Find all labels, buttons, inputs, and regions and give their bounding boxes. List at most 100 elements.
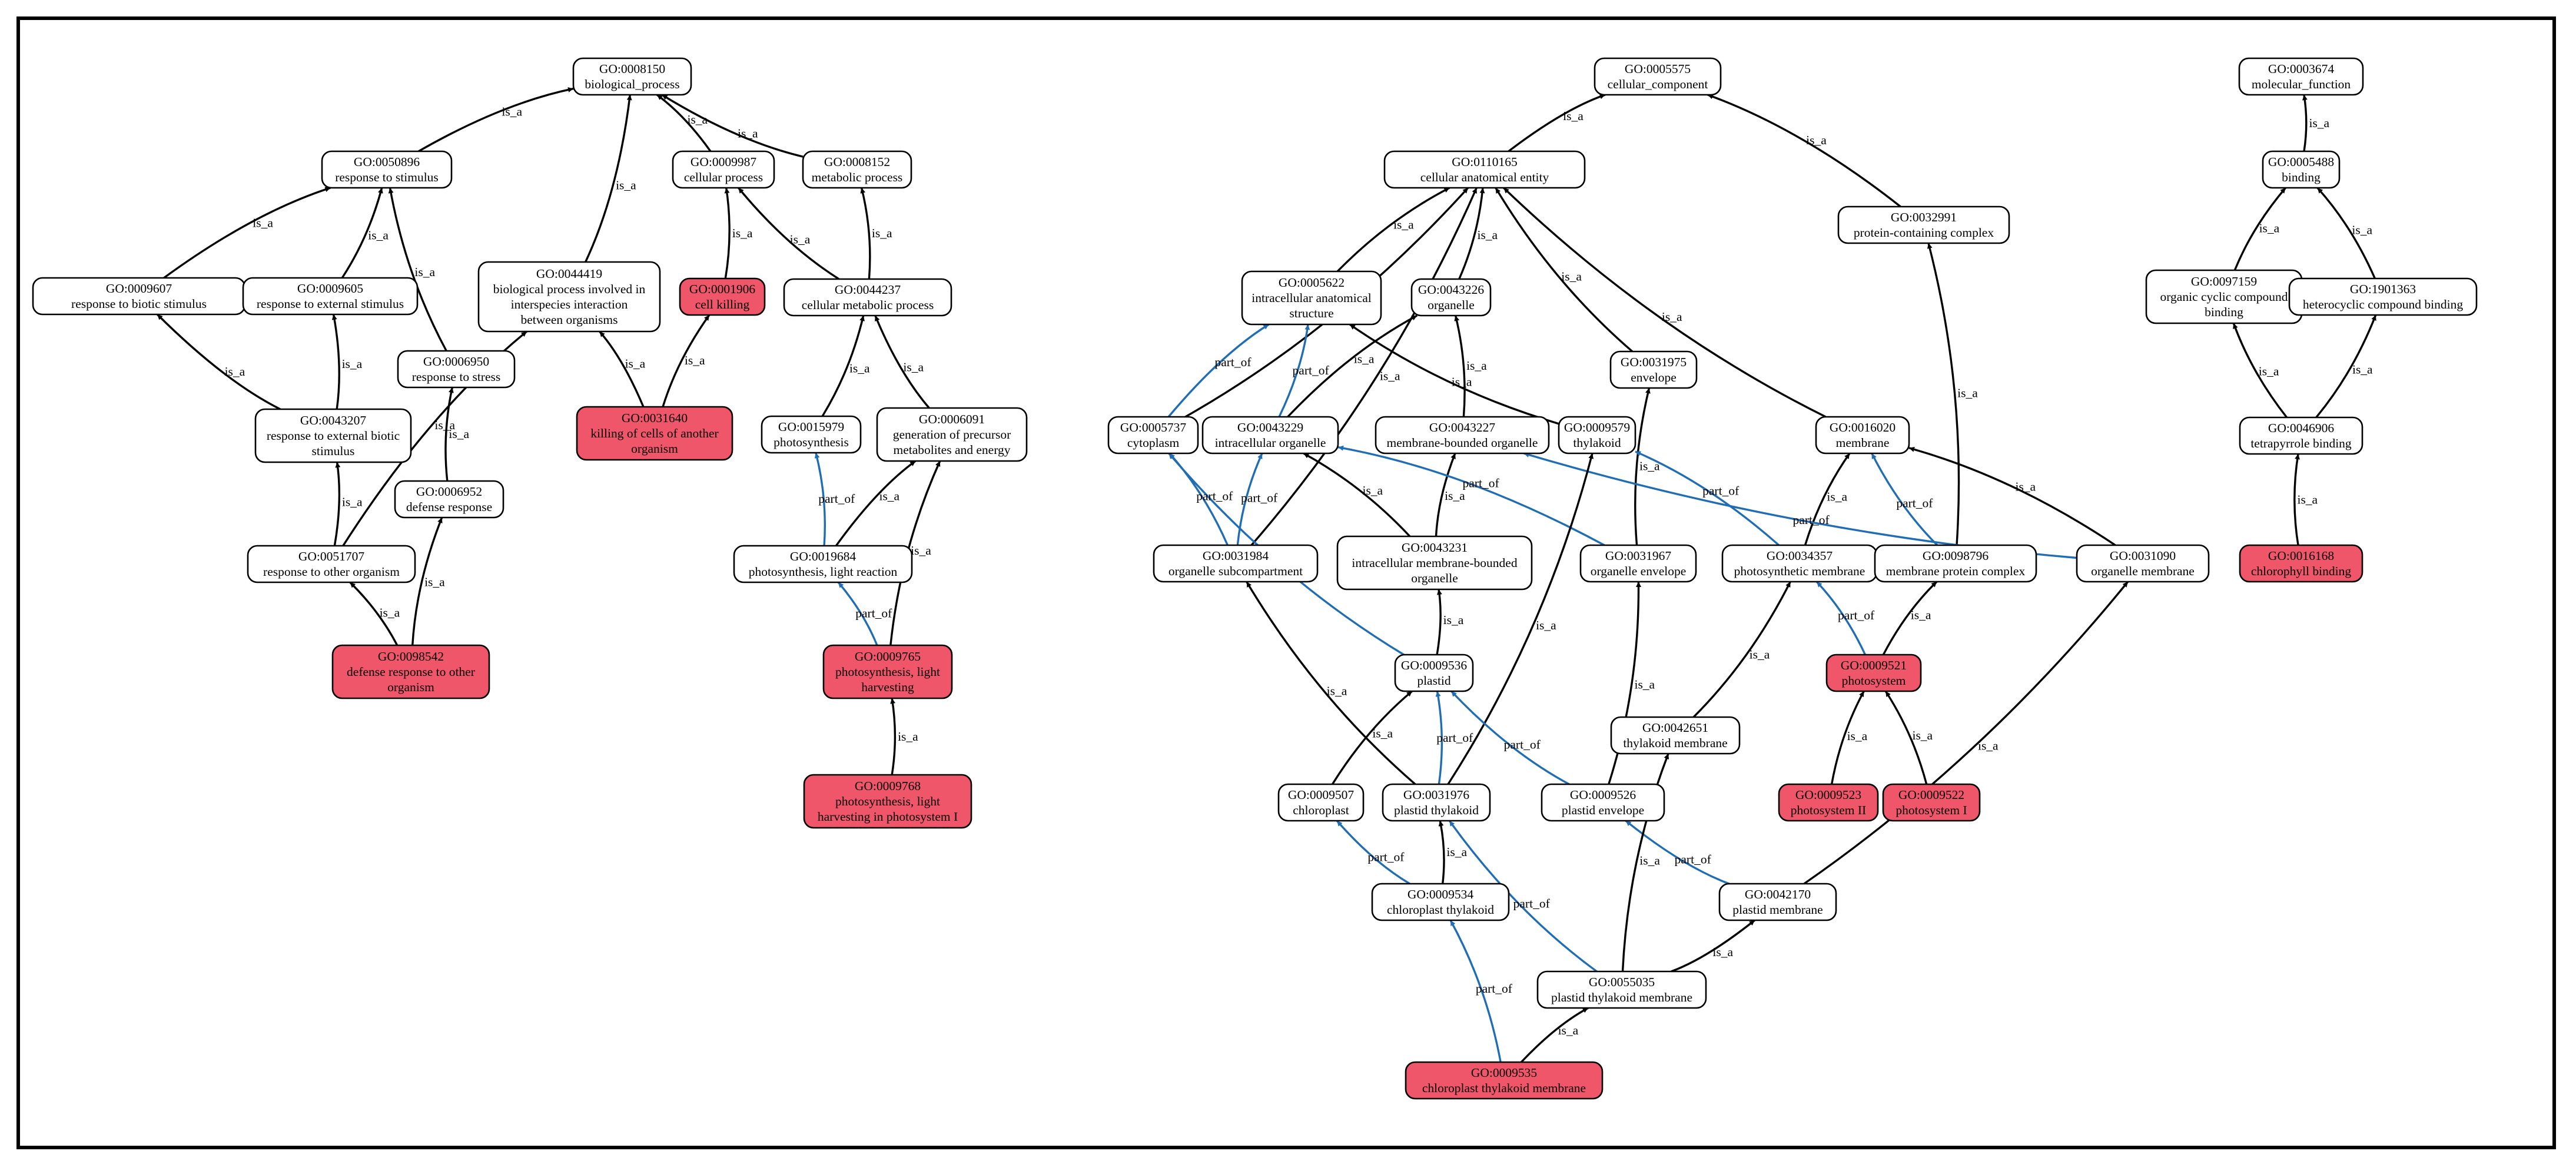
node-id-text: GO:0016168	[2268, 549, 2334, 563]
node-box	[802, 150, 912, 189]
edge-label: is_a	[1558, 1023, 1579, 1037]
edge-is-a	[599, 330, 645, 407]
edge-line	[157, 313, 281, 410]
node-name-text: plastid membrane	[1732, 903, 1823, 917]
edge-part-of	[1523, 452, 2077, 559]
edge-line	[1167, 323, 1270, 418]
highlighted-node-box	[576, 406, 733, 461]
edge-label: part_of	[1196, 489, 1233, 503]
node-id-text: GO:0050896	[354, 155, 420, 169]
node-id-text: GO:0016020	[1830, 420, 1896, 435]
node-box	[1394, 654, 1474, 692]
node-name-text: chloroplast thylakoid membrane	[1422, 1081, 1586, 1095]
edge-is-a	[1508, 94, 1606, 152]
node-id-text: GO:0044237	[835, 283, 901, 297]
node-id-text: GO:0009605	[297, 281, 363, 296]
edge-is-a	[1803, 581, 2129, 885]
node-box	[1277, 783, 1365, 822]
node-id-text: GO:0044419	[536, 267, 602, 281]
edge-label: is_a	[1380, 369, 1400, 383]
node-name-text: cell killing	[695, 297, 750, 311]
node-name-text: organelle envelope	[1591, 564, 1687, 578]
node-name-text: response to stress	[412, 370, 500, 384]
edge-label: part_of	[1838, 608, 1875, 622]
edge-line	[331, 314, 340, 410]
edge-is-a	[1447, 453, 1594, 785]
edge-label: is_a	[1452, 374, 1472, 389]
edge-label: is_a	[1911, 608, 1931, 622]
edge-line	[2233, 187, 2286, 271]
edge-line	[1621, 753, 1669, 972]
node-id-text: GO:0009526	[1570, 788, 1636, 802]
edge-is-a	[1503, 187, 1827, 418]
edge-line	[1508, 94, 1606, 152]
edge-line	[837, 581, 878, 646]
node-name-text: biological_process	[585, 77, 679, 91]
edge-is-a	[157, 313, 281, 410]
edge-label: is_a	[1563, 109, 1584, 123]
edge-label: is_a	[1662, 310, 1682, 324]
edge-line	[1871, 453, 1938, 546]
node-id-text: GO:0031090	[2110, 549, 2176, 563]
edge-line	[444, 387, 454, 482]
edge-is-a	[724, 187, 731, 279]
node-box	[1558, 416, 1636, 455]
edge-line	[1815, 581, 1867, 655]
node-id-text: GO:0005488	[2268, 155, 2334, 169]
edge-is-a	[1882, 581, 1938, 655]
edge-line	[1671, 919, 1755, 973]
highlighted-node-box	[1882, 783, 1981, 822]
edge-label: is_a	[1327, 684, 1347, 698]
edge-is-a	[341, 187, 383, 278]
node-name-text: metabolites and energy	[893, 443, 1010, 457]
edge-line	[874, 315, 930, 409]
edge-label: is_a	[1912, 728, 1933, 742]
node-box	[1410, 278, 1492, 317]
edge-label: is_a	[1466, 359, 1487, 373]
edge-label: is_a	[424, 575, 445, 589]
node-name-text: protein-containing complex	[1854, 225, 1994, 240]
node-id-text: GO:0006950	[423, 354, 489, 369]
edge-line	[1458, 187, 1485, 280]
node-id-text: GO:0008150	[599, 62, 665, 76]
edge-is-a	[333, 462, 341, 546]
node-name-text: membrane protein complex	[1886, 564, 2026, 578]
edge-part-of	[1278, 324, 1310, 417]
edge-line	[1278, 324, 1310, 417]
edge-part-of	[814, 452, 826, 546]
edge-line	[163, 187, 331, 279]
node-name-text: harvesting	[861, 680, 914, 694]
node-name-text: defense response	[406, 500, 492, 514]
edge-line	[349, 581, 399, 646]
edge-part-of	[1336, 820, 1410, 885]
node-box	[321, 150, 453, 189]
highlighted-node-box	[679, 277, 766, 316]
edge-label: is_a	[1393, 218, 1414, 232]
edge-line	[585, 94, 632, 263]
node-name-text: cytoplasm	[1127, 436, 1180, 450]
node-id-text: GO:0031967	[1605, 549, 1672, 563]
edge-part-of	[1625, 820, 1729, 885]
node-name-text: thylakoid membrane	[1623, 736, 1727, 750]
edge-line	[2316, 187, 2376, 279]
edge-label: is_a	[685, 353, 705, 367]
node-name-text: organism	[387, 680, 434, 694]
node-box	[1609, 350, 1698, 389]
edge-part-of	[1871, 453, 1938, 546]
node-id-text: GO:0005575	[1625, 62, 1691, 76]
edge-label: is_a	[1477, 228, 1498, 242]
edge-is-a	[860, 187, 871, 280]
node-id-text: GO:0031640	[622, 411, 688, 425]
